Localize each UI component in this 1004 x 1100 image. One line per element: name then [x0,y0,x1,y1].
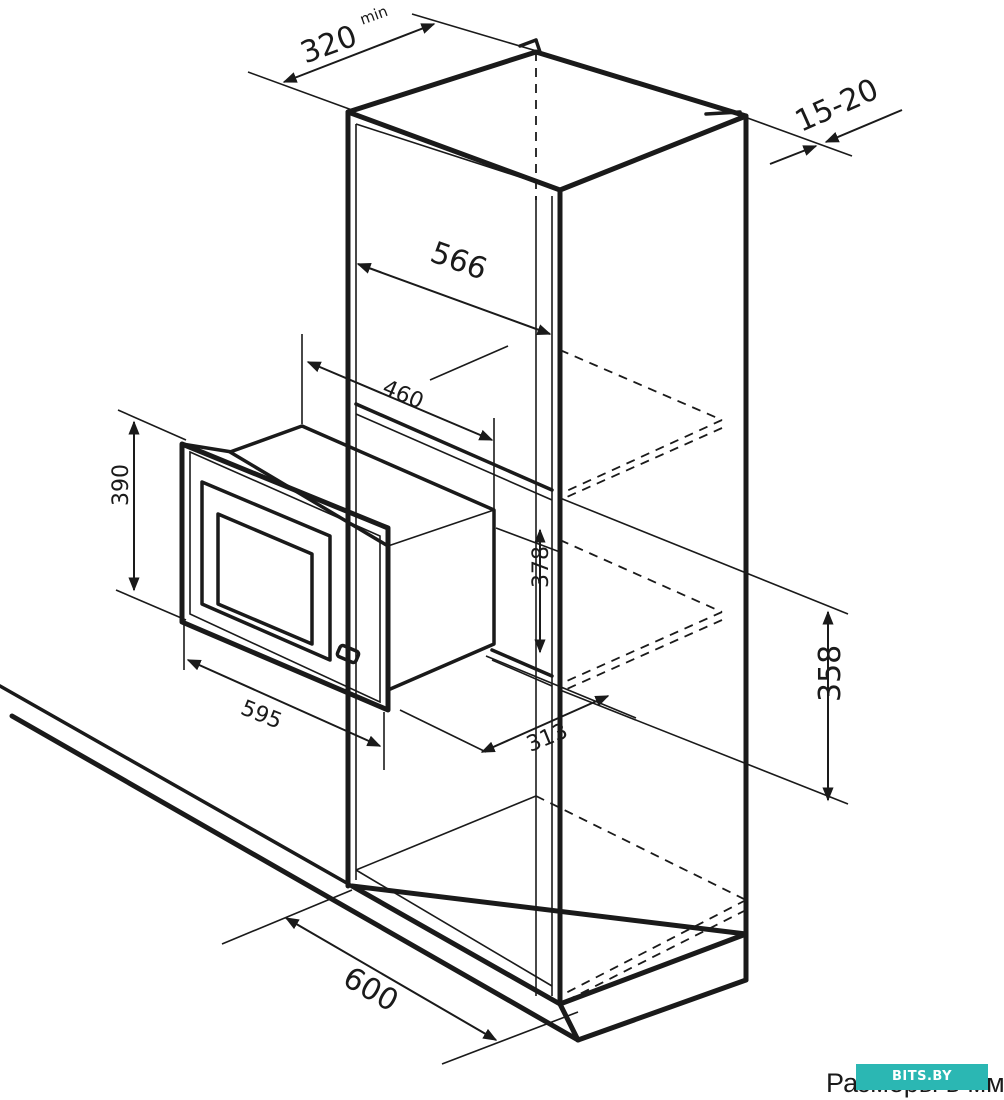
upper-shelf [354,345,723,501]
dimension-378: 378 [495,527,561,654]
dimension-15-20: 15-20 [741,72,903,165]
dimension-595-label: 595 [237,696,285,735]
dimension-460: 460 [301,334,495,510]
dimension-378-label: 378 [529,546,554,588]
floor-plinth [0,684,581,1043]
microwave [179,424,496,713]
dimension-566: 566 [356,235,552,335]
cabinet [345,38,749,1043]
dimension-390-label: 390 [109,464,134,506]
dimension-320-label: 320 [296,19,362,71]
dimension-313-label: 313 [523,719,571,758]
watermark-logo: BITS.BY [856,1064,988,1090]
dimension-320-min: 320 min [247,2,541,111]
dimension-566-label: 566 [426,235,492,287]
dimension-390: 390 [109,409,187,621]
dimension-15-20-label: 15-20 [790,72,884,139]
dimension-320-suffix: min [357,2,390,29]
dimension-358-label: 358 [813,645,848,702]
dimension-600-label: 600 [337,960,404,1019]
bottom-shelf [355,795,747,1005]
middle-shelf [490,539,723,693]
dimension-460-label: 460 [379,375,427,414]
dimension-358: 358 [559,497,849,805]
